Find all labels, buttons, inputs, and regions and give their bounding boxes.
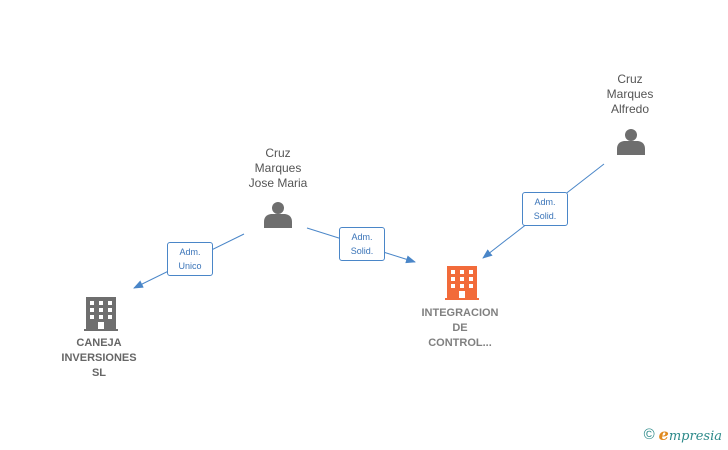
edge-label: Adm. Solid.	[522, 192, 568, 226]
node-company-integracion[interactable]: INTEGRACION DE CONTROL...	[400, 306, 520, 351]
copyright-icon: ©	[643, 426, 655, 443]
person-name[interactable]: Cruz Marques Jose Maria	[248, 146, 308, 190]
node-person-jose[interactable]: Cruz Marques Jose Maria	[228, 146, 328, 191]
node-person-alfredo[interactable]: Cruz Marques Alfredo	[580, 72, 680, 117]
company-name[interactable]: CANEJA INVERSIONES SL	[61, 337, 137, 379]
edge-label: Adm. Unico	[167, 242, 213, 276]
brand-footer: © empresia	[644, 425, 722, 444]
brand-initial: e	[658, 425, 669, 444]
building-icon[interactable]	[84, 297, 118, 331]
person-icon[interactable]	[264, 202, 292, 228]
building-icon[interactable]	[445, 266, 479, 300]
edge-label: Adm. Solid.	[339, 227, 385, 261]
person-name[interactable]: Cruz Marques Alfredo	[606, 72, 654, 116]
person-icon[interactable]	[617, 129, 645, 155]
brand-text: mpresia	[668, 429, 722, 444]
company-name[interactable]: INTEGRACION DE CONTROL...	[421, 307, 499, 349]
node-company-caneja[interactable]: CANEJA INVERSIONES SL	[44, 336, 154, 381]
brand-logo: empresia	[659, 425, 722, 444]
